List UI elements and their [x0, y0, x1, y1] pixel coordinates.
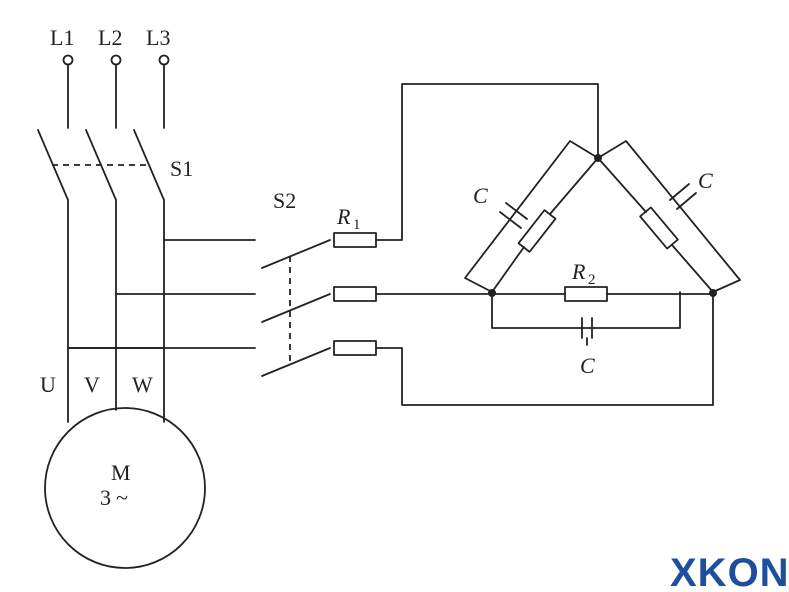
switch-s2-label: S2: [273, 188, 296, 213]
resistor-r1: [333, 232, 377, 248]
s2-feed-wires: [67, 239, 256, 349]
left-capacitor-label: C: [473, 183, 488, 208]
resistor-r1-letter: R: [336, 204, 351, 229]
bottom-capacitor-label: C: [580, 353, 595, 378]
phase-conductors: [67, 199, 165, 423]
left-capacitor: [499, 202, 528, 229]
bottom-capacitor: [581, 317, 593, 346]
resistor-middle: [333, 286, 377, 302]
switch-s1-label: S1: [170, 156, 193, 181]
brand-logo: XKON: [670, 551, 789, 592]
bottom-wire: [375, 291, 714, 406]
delta-network: [464, 140, 741, 329]
supply-terminals: [62, 54, 170, 129]
right-leg-resistor: [597, 157, 714, 293]
right-capacitor: [669, 183, 697, 210]
resistor-bottom: [333, 340, 377, 356]
switch-s2: [261, 239, 331, 377]
phase-label-l1: L1: [50, 25, 74, 50]
resistor-r2-subscript: 2: [588, 272, 596, 288]
motor: [44, 407, 206, 569]
resistor-r1-subscript: 1: [353, 217, 361, 233]
terminal-label-u: U: [40, 372, 56, 397]
motor-ac-symbol: ~: [116, 485, 128, 510]
switch-s1: [37, 129, 165, 201]
right-capacitor-label: C: [698, 168, 713, 193]
resistor-r2: [564, 286, 608, 302]
resistor-r2-letter: R: [571, 259, 586, 284]
left-leg-resistor: [491, 157, 599, 293]
motor-phase-count: 3: [100, 485, 111, 510]
motor-symbol: M: [111, 460, 131, 485]
phase-label-l2: L2: [98, 25, 122, 50]
r1-wire: [375, 83, 599, 241]
phase-label-l3: L3: [146, 25, 170, 50]
terminal-label-w: W: [132, 372, 153, 397]
junction-dots: [488, 154, 717, 297]
terminal-label-v: V: [84, 372, 100, 397]
